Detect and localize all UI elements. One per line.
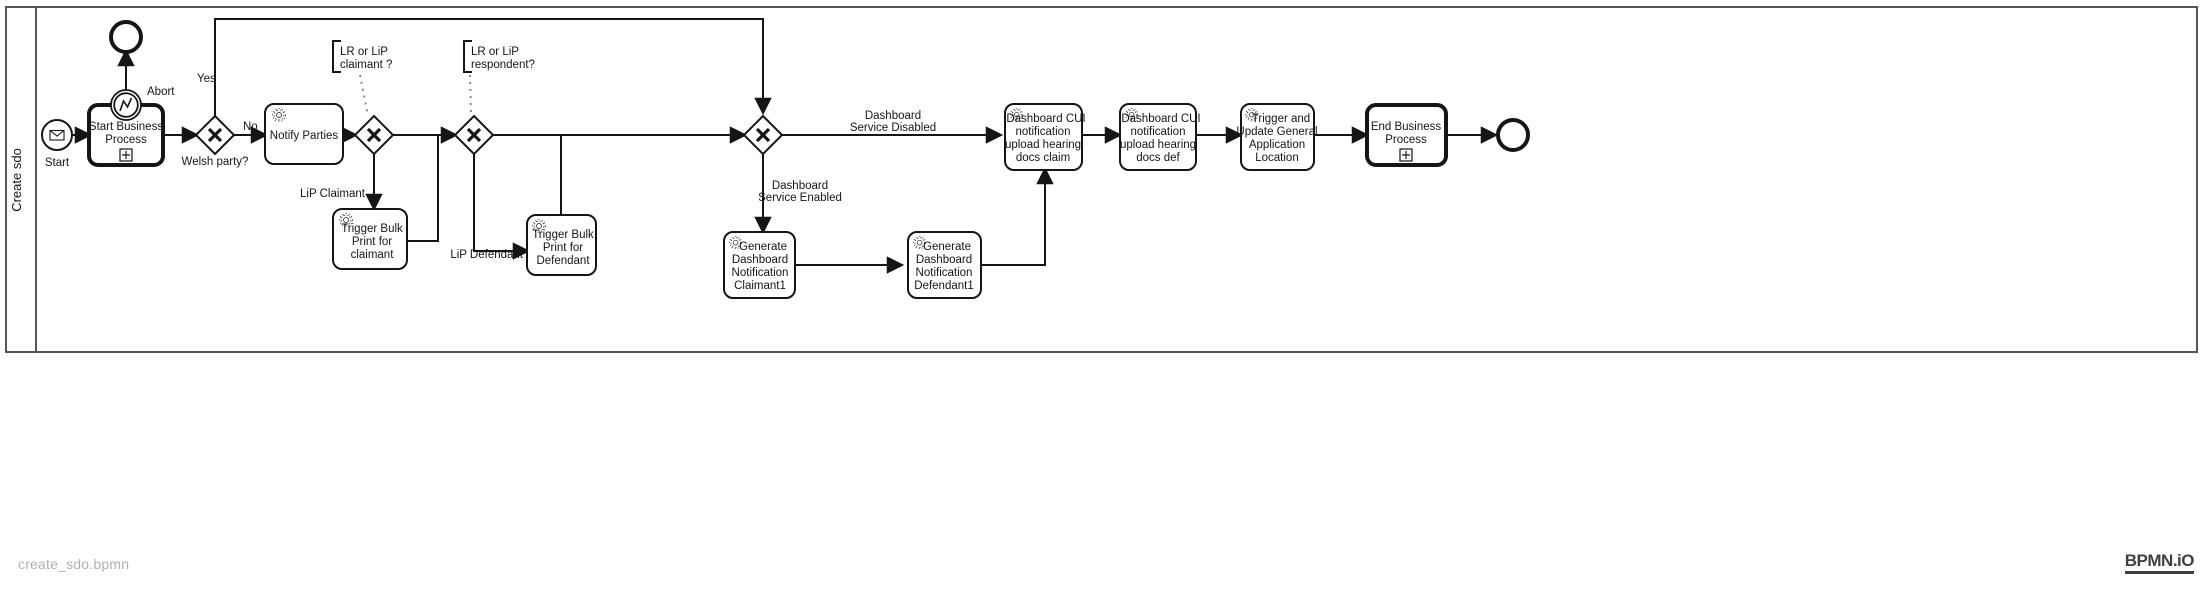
exclusive-x-icon [366, 127, 382, 143]
task-label-line-1: Start Business [89, 121, 163, 133]
flow-labels: Yes No LiP Claimant LiP Defendant Dashbo… [197, 73, 936, 261]
flow-gen-defendant1-to-cui-claim [980, 170, 1045, 266]
abort-boundary-event-label: Abort [147, 86, 175, 98]
task-label-line-1: Dashboard CUI [1121, 113, 1200, 125]
annotation-line-1: LR or LiP [471, 46, 519, 58]
text-annotation-lr-lip-claimant[interactable]: LR or LiP claimant ? [332, 40, 392, 73]
end-business-process-task[interactable]: End Business Process [1365, 103, 1448, 167]
generate-dashboard-notification-defendant1-task[interactable]: Generate Dashboard Notification Defendan… [907, 231, 982, 299]
end-event[interactable] [1496, 118, 1530, 152]
task-label-line-4: docs def [1136, 152, 1180, 164]
task-label-line-2: Dashboard [916, 254, 972, 266]
annotation-line-1: LR or LiP [340, 46, 388, 58]
task-label-line-2: Process [1385, 134, 1427, 146]
start-event-label: Start [45, 157, 70, 169]
exclusive-x-icon [466, 127, 482, 143]
task-label-line-1: Trigger Bulk [341, 223, 403, 235]
flow-label-yes: Yes [197, 73, 216, 85]
task-label-line-2: Print for [352, 236, 392, 248]
exclusive-x-icon [207, 127, 223, 143]
task-label-line-1: Generate [923, 241, 971, 253]
flow-label-lip-defendant: LiP Defendant [450, 249, 523, 261]
task-label-line-3: Notification [916, 267, 973, 279]
flow-label-dashboard-disabled-line-2: Service Disabled [850, 122, 936, 134]
task-label-line-4: Location [1255, 152, 1298, 164]
generate-dashboard-notification-claimant1-task[interactable]: Generate Dashboard Notification Claimant… [723, 231, 796, 299]
trigger-and-update-general-application-location-task[interactable]: Trigger and Update General Application L… [1236, 103, 1318, 171]
flow-label-no: No [243, 121, 258, 133]
text-annotation-lr-lip-respondent[interactable]: LR or LiP respondent? [463, 40, 535, 73]
notify-parties-task[interactable]: Notify Parties [264, 103, 344, 165]
task-label-line-1: Generate [739, 241, 787, 253]
task-label-line-1: End Business [1371, 121, 1442, 133]
task-label-line-4: docs claim [1016, 152, 1070, 164]
trigger-bulk-print-defendant-task[interactable]: Trigger Bulk Print for Defendant [526, 214, 597, 276]
lr-or-lip-claimant-gateway[interactable] [353, 114, 395, 156]
flow-bulk-claimant-rejoin [406, 135, 439, 242]
task-label-line-3: claimant [351, 249, 395, 261]
task-label-line-4: Claimant1 [734, 280, 786, 292]
start-event[interactable]: Start [41, 119, 73, 169]
annotation-bracket [332, 40, 341, 73]
dashboard-service-gateway[interactable] [742, 114, 784, 156]
dashboard-cui-notification-claim-task[interactable]: Dashboard CUI notification upload hearin… [1004, 103, 1086, 171]
flow-welsh-yes [214, 18, 763, 116]
start-business-process-task[interactable]: Start Business Process [87, 103, 165, 167]
abort-end-event[interactable] [109, 20, 143, 54]
flow-label-dashboard-disabled-line-1: Dashboard [865, 110, 921, 122]
annotation-bracket [463, 40, 472, 73]
flow-label-dashboard-enabled-line-1: Dashboard [772, 180, 828, 192]
flow-label-dashboard-enabled-line-2: Service Enabled [758, 192, 842, 204]
task-label-line-2: Update General [1236, 126, 1317, 138]
task-label-line-3: upload hearing [1005, 139, 1081, 151]
sequence-flows [72, 18, 1495, 266]
task-label-line-3: Application [1249, 139, 1305, 151]
task-label-line-3: Defendant [536, 255, 590, 267]
collapsed-subprocess-plus-icon [1399, 148, 1413, 162]
exclusive-x-icon [755, 127, 771, 143]
task-label-line-1: Trigger Bulk [532, 229, 594, 241]
annotation-line-2: claimant ? [340, 59, 392, 71]
filename-label: create_sdo.bpmn [18, 556, 130, 572]
bpmn-io-watermark: BPMN.iO [2124, 552, 2195, 574]
abort-boundary-event[interactable]: Abort [110, 86, 175, 121]
task-label-line-1: Trigger and [1252, 113, 1310, 125]
flow-label-lip-claimant: LiP Claimant [300, 188, 366, 200]
error-bolt-icon [119, 97, 133, 112]
envelope-icon [49, 129, 65, 141]
welsh-party-gateway[interactable]: Welsh party? [182, 114, 249, 168]
task-label-line-3: Notification [732, 267, 789, 279]
task-label-line-4: Defendant1 [914, 280, 973, 292]
task-label-line-2: Dashboard [732, 254, 788, 266]
dashboard-cui-notification-def-task[interactable]: Dashboard CUI notification upload hearin… [1119, 103, 1201, 171]
task-label-line-3: upload hearing [1120, 139, 1196, 151]
pool-label: Create sdo [9, 148, 24, 212]
pool-create-sdo[interactable]: Create sdo [5, 6, 2198, 353]
task-label-line-1: Dashboard CUI [1006, 113, 1085, 125]
flow-lip-defendant [473, 154, 527, 251]
task-label: Notify Parties [270, 130, 339, 142]
trigger-bulk-print-claimant-task[interactable]: Trigger Bulk Print for claimant [332, 208, 408, 270]
task-label-line-2: Process [105, 134, 147, 146]
annotation-line-2: respondent? [471, 59, 535, 71]
collapsed-subprocess-plus-icon [119, 148, 133, 162]
task-label-line-2: notification [1131, 126, 1186, 138]
welsh-party-gateway-label: Welsh party? [182, 156, 249, 168]
lr-or-lip-respondent-gateway[interactable] [453, 114, 495, 156]
task-label-line-2: Print for [543, 242, 583, 254]
task-label-line-2: notification [1016, 126, 1071, 138]
